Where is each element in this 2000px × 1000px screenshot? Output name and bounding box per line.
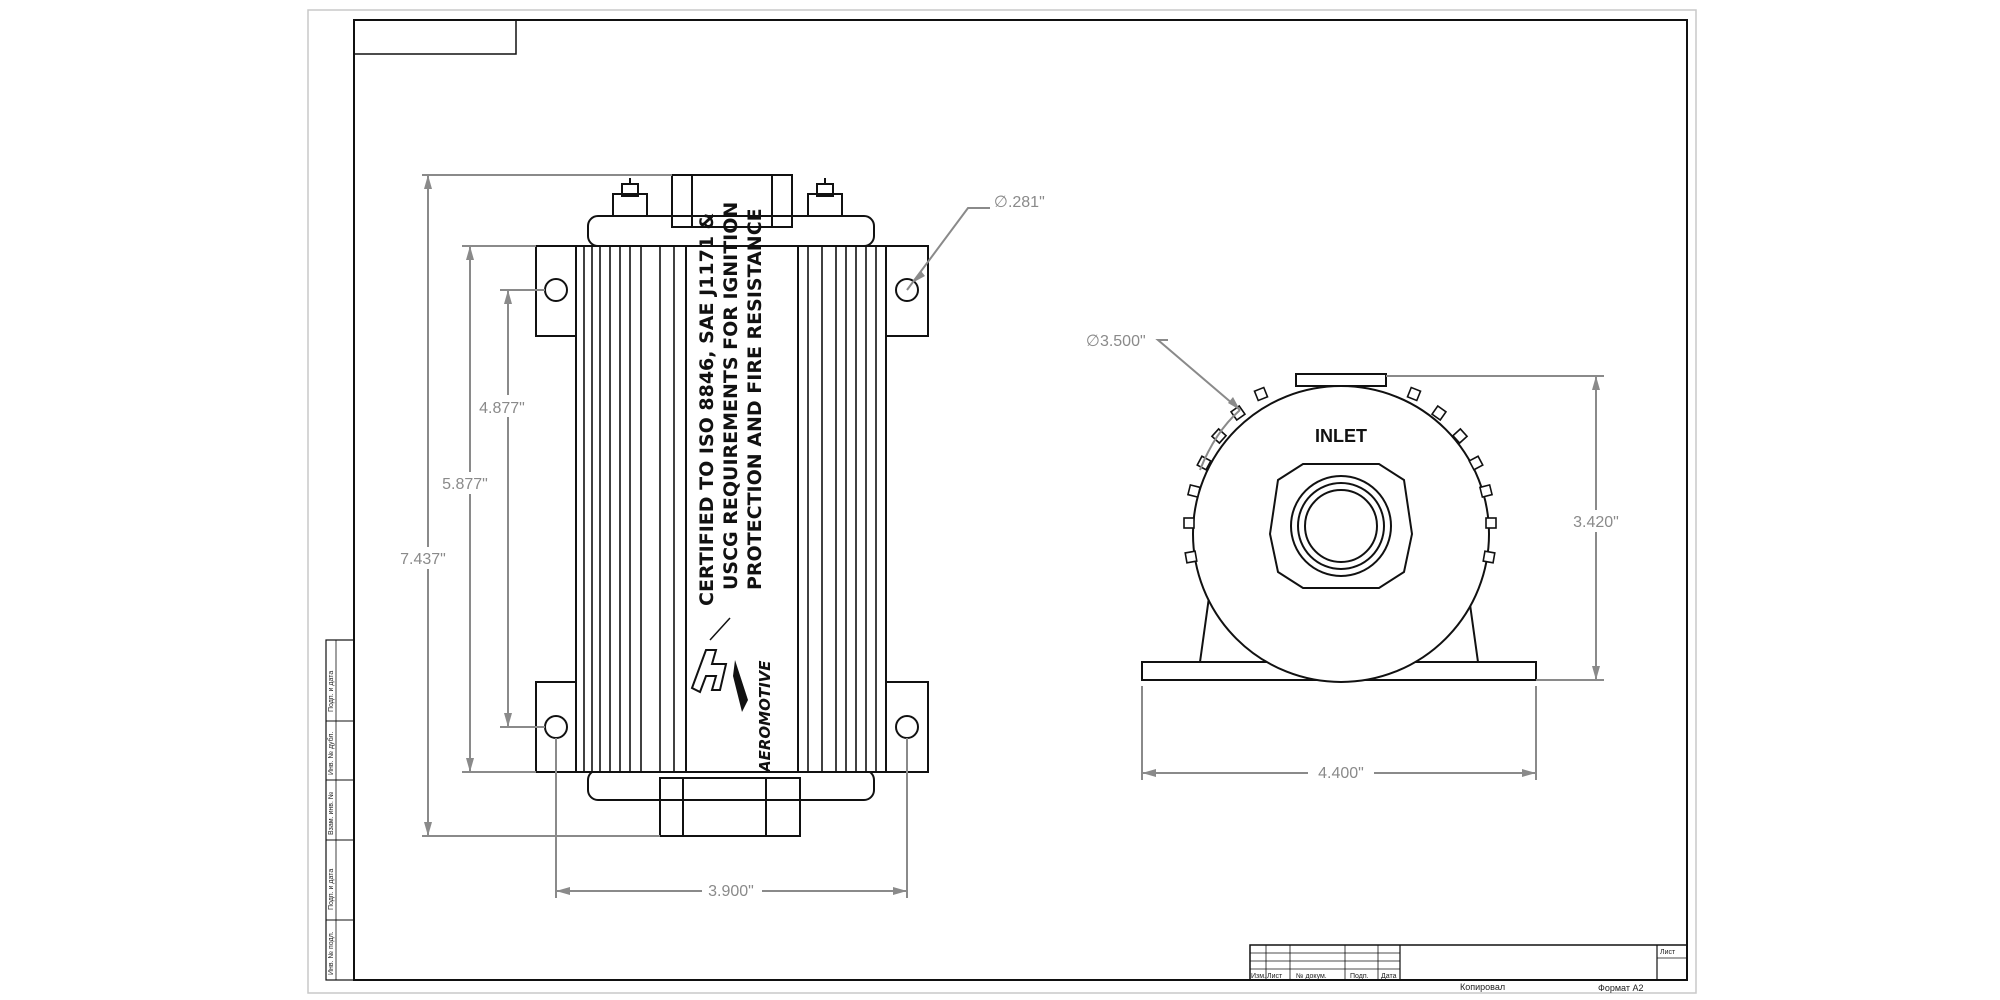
rev-col-3: № докум. (1296, 973, 1327, 980)
format-label: Формат A2 (1598, 983, 1643, 993)
cert-line-1: CERTIFIED TO ISO 8846, SAE J1171 & (696, 213, 718, 606)
dim-bracket-height: 5.877" (442, 476, 488, 493)
front-view (535, 174, 929, 837)
sheet-outer-border (307, 9, 1697, 994)
title-block: Изм. Лист № докум. Подп. Дата Лист (1249, 944, 1688, 981)
strip-label-5: Подп. и дата (328, 671, 335, 712)
body-circle (1192, 385, 1490, 683)
dim-base-width: 4.400" (1318, 765, 1364, 782)
cert-line-2: USCG REQUIREMENTS FOR IGNITION (720, 202, 742, 590)
dim-overall-height: 7.437" (400, 551, 446, 568)
rev-col-5: Дата (1381, 973, 1397, 980)
inlet-label: INLET (1315, 426, 1367, 446)
mount-hole-bottom-right (895, 715, 919, 739)
dim-body-diameter: ∅3.500" (1086, 333, 1146, 350)
front-view-fins (583, 246, 877, 772)
strip-label-3: Взам. инв. № (328, 792, 335, 835)
side-view (1141, 373, 1537, 683)
front-view-arrows (424, 175, 925, 895)
dim-hole-diameter: ∅.281" (994, 194, 1045, 211)
rev-col-4: Подп. (1350, 973, 1369, 980)
sheet-label: Лист (1660, 949, 1676, 956)
front-view-dimensions (422, 174, 990, 898)
strip-label-2: Подп. и дата (328, 869, 335, 910)
side-view-fin-tabs (1183, 386, 1497, 564)
rev-col-2: Лист (1267, 973, 1283, 980)
copied-label: Копировал (1460, 982, 1505, 992)
top-left-stamp-box (353, 19, 517, 55)
dim-hole-spacing-vertical: 4.877" (479, 400, 525, 417)
cert-line-3: PROTECTION AND FIRE RESISTANCE (744, 208, 766, 590)
strip-label-4: Инв. № дубл. (327, 732, 335, 775)
aeromotive-logo: AEROMOTIVE (690, 617, 774, 773)
strip-label-1: Инв. № подл. (328, 931, 335, 975)
rev-col-1: Изм. (1251, 973, 1266, 980)
mount-hole-top-right (895, 278, 919, 302)
inlet-port-inner (1304, 489, 1378, 563)
dim-side-height: 3.420" (1573, 514, 1619, 531)
left-margin-strip: Инв. № подл. Подп. и дата Взам. инв. № И… (325, 639, 355, 981)
dim-hole-spacing-horizontal: 3.900" (708, 883, 754, 900)
inlet-port-outer (1290, 475, 1392, 577)
mount-hole-top-left (544, 278, 568, 302)
brand-text: AEROMOTIVE (756, 660, 774, 773)
inlet-port-mid (1297, 482, 1385, 570)
side-view-arrows (1142, 376, 1600, 777)
drawing-frame (353, 19, 1688, 981)
mount-hole-bottom-left (544, 715, 568, 739)
